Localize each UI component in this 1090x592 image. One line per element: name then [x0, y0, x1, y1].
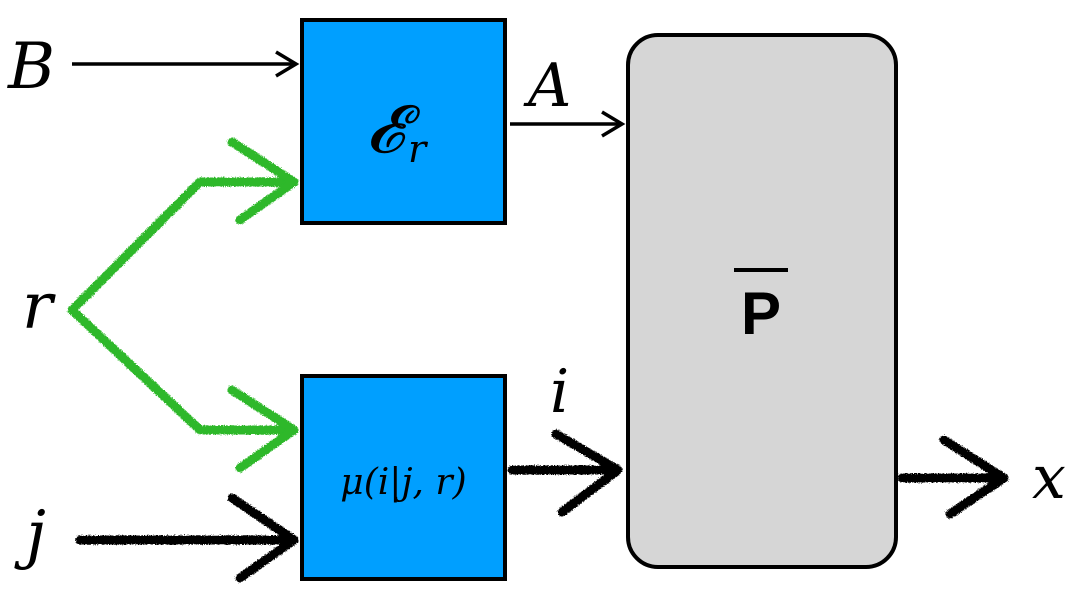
arrow-a-to-p [510, 110, 626, 138]
mu-block-label: μ(i|j, r) [340, 462, 466, 503]
edge-label-x: x [1032, 443, 1066, 513]
channel-block-label: 𝓔 r [366, 91, 429, 171]
arrow-b-to-channel [72, 50, 300, 78]
channel-block [300, 18, 507, 225]
classical-arrow-i-to-p [507, 429, 623, 517]
p-symbol: P [741, 280, 781, 347]
input-label-j: j [14, 498, 46, 572]
input-label-r: r [22, 270, 56, 344]
edge-label-i: i [550, 357, 569, 427]
edge-label-a: A [523, 51, 571, 121]
mu-block [300, 374, 507, 581]
p-block [626, 33, 898, 569]
classical-arrow-j-to-mu [75, 493, 299, 583]
classical-arrow-x-out [897, 435, 1009, 519]
input-label-b: B [7, 30, 55, 104]
channel-subscript: r [408, 127, 429, 171]
p-block-label: P [734, 268, 788, 347]
classical-arrow-r-fork [67, 137, 299, 473]
